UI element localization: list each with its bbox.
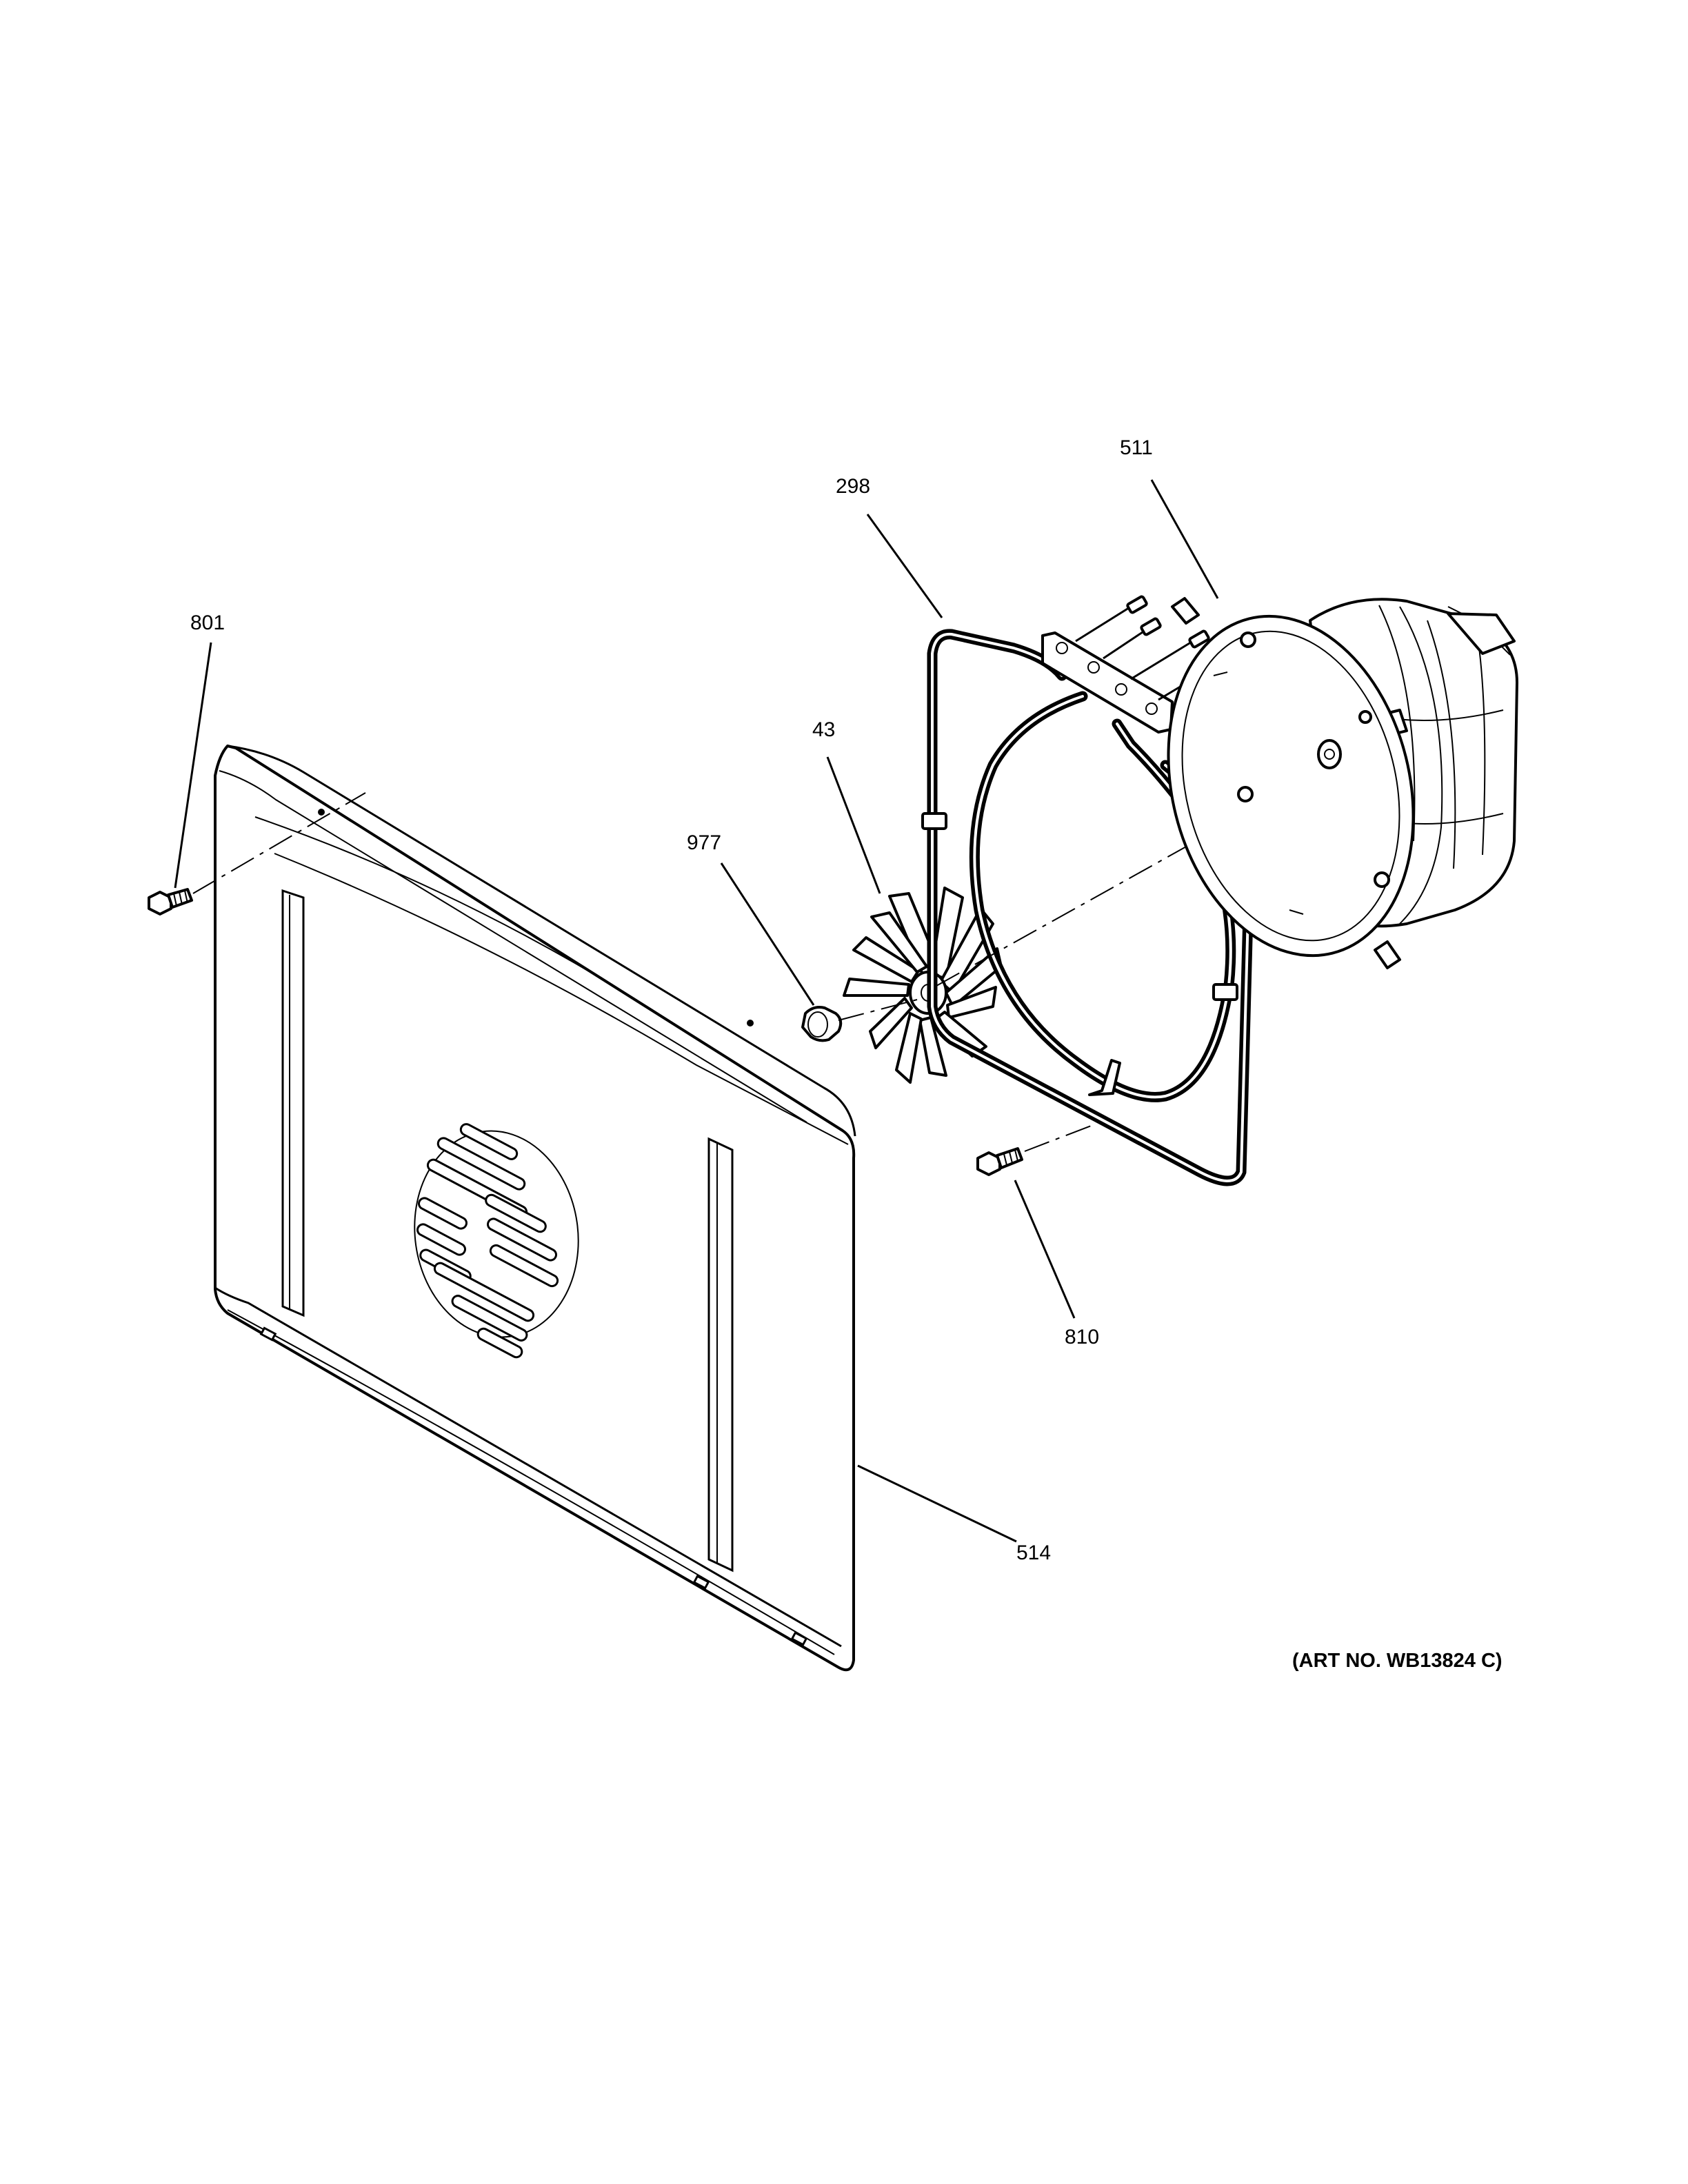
art-number: (ART NO. WB13824 C): [1292, 1650, 1503, 1672]
callout-977: 977: [687, 831, 721, 854]
callout-810: 810: [1065, 1326, 1099, 1348]
screw-810: [976, 1147, 1023, 1176]
callout-801: 801: [190, 611, 225, 634]
screw-801: [148, 888, 193, 916]
callout-298: 298: [836, 475, 870, 498]
callout-511: 511: [1120, 436, 1153, 459]
leader-lines: [174, 479, 1219, 1543]
fan-hub-977: [801, 1006, 843, 1042]
callout-43: 43: [812, 718, 835, 741]
callout-514: 514: [1016, 1541, 1051, 1564]
rear-panel: [214, 745, 856, 1672]
vent-grille: [414, 1123, 579, 1359]
fan-motor-511: [1167, 597, 1518, 969]
